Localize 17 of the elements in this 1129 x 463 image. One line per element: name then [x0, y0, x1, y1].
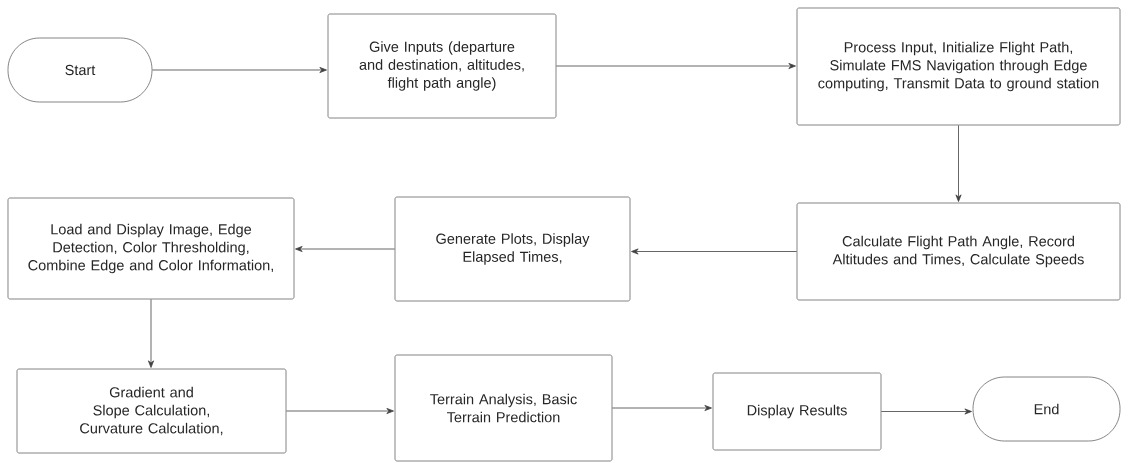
arrow [612, 405, 712, 411]
process-box: Give Inputs (departure and destination, altitudes, flight path angle) [327, 13, 557, 119]
process-box: Display Results [712, 372, 882, 451]
process-box: Gradient and Slope Calculation, Curvature Calculation, [16, 368, 287, 454]
arrow [556, 63, 796, 69]
process-box: Calculate Flight Path Angle, Record Altitudes and Times, Calculate Speeds [796, 202, 1121, 301]
arrow [955, 125, 962, 202]
arrow [295, 246, 395, 252]
process-box: Terrain Analysis, Basic Terrain Prediction [394, 354, 613, 462]
arrow [881, 408, 972, 415]
arrow [148, 299, 154, 368]
arrow [631, 248, 797, 255]
process-box: Generate Plots, Display Elapsed Times, [394, 196, 631, 302]
arrow [286, 408, 394, 414]
process-box: Load and Display Image, Edge Detection, Color Thresholding, Combine Edge and Color Information, [7, 197, 295, 300]
arrow [152, 67, 327, 73]
process-box: Process Input, Initialize Flight Path, Simulate FMS Navigation through Edge computing, Transmit Data to ground station [796, 7, 1121, 126]
